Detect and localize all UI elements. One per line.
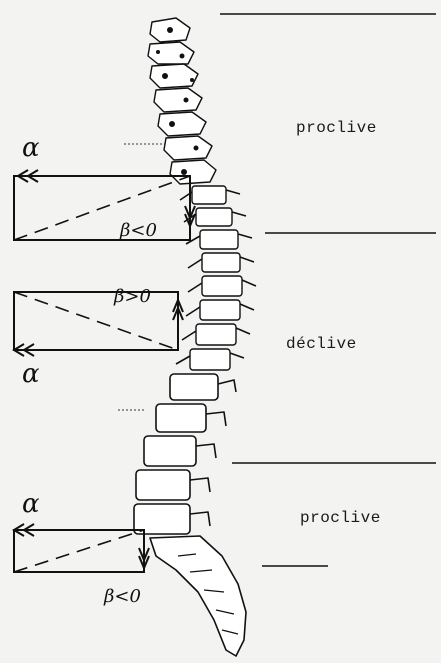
vertebra <box>148 42 194 64</box>
level-ticks <box>118 144 172 410</box>
vertebra <box>202 253 240 272</box>
vertebra <box>196 208 232 226</box>
cervical-vertebrae <box>148 18 216 184</box>
construction-bottom <box>14 524 149 572</box>
annotations: α β<0 β>0 α α β<0 <box>22 133 157 607</box>
vertebra <box>170 374 218 400</box>
alpha-label-top: α <box>22 133 40 163</box>
vertebra <box>144 436 196 466</box>
sacrum-outline <box>150 536 246 656</box>
beta-label-middle: β>0 <box>113 286 151 307</box>
alpha-label-middle: α <box>22 359 40 389</box>
vertebra <box>190 349 230 370</box>
region-label-middle: déclive <box>286 335 357 353</box>
alpha-label-bottom: α <box>22 489 40 519</box>
construction-top <box>14 170 195 240</box>
vertebra <box>200 230 238 249</box>
vertebra <box>136 470 190 500</box>
construction-diagonal <box>14 176 190 240</box>
beta-label-bottom: β<0 <box>103 586 141 607</box>
vertebra <box>196 324 236 345</box>
vertebral-column <box>134 18 256 656</box>
sacrum <box>150 536 246 656</box>
lumbar-vertebrae <box>134 374 236 534</box>
vertebra <box>200 300 240 320</box>
region-label-top: proclive <box>296 119 377 137</box>
vertebra <box>164 136 212 160</box>
construction-diagonal <box>14 292 178 350</box>
vertebra <box>202 276 242 296</box>
vertebra <box>158 112 206 136</box>
region-separators <box>220 14 436 566</box>
beta-label-top: β<0 <box>119 220 157 241</box>
vertebra <box>154 88 202 112</box>
vertebra <box>170 160 216 184</box>
region-label-bottom: proclive <box>300 509 381 527</box>
lumbar-processes <box>190 380 236 526</box>
vertebra <box>150 64 198 88</box>
construction-middle <box>14 292 183 356</box>
vertebra <box>156 404 206 432</box>
vertebra <box>192 186 226 204</box>
